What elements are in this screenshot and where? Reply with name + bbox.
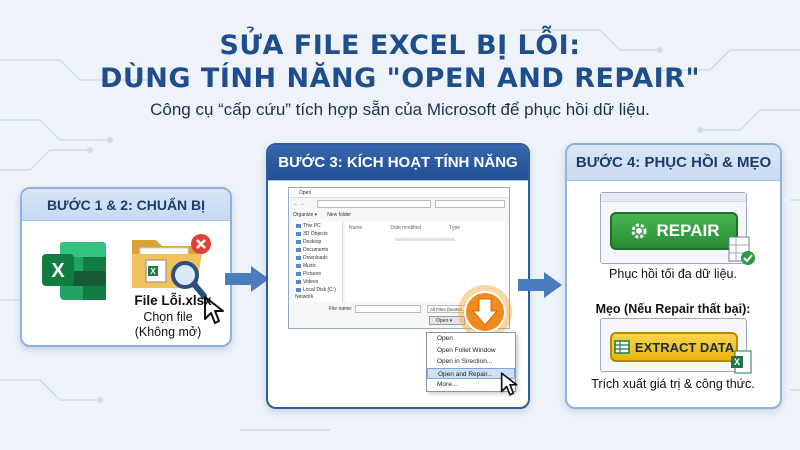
excel-icon: X	[42, 242, 106, 300]
column-date[interactable]: Date modified	[390, 225, 422, 231]
cursor-icon	[500, 372, 518, 396]
file-name-label: File name:	[329, 306, 353, 312]
repair-caption: Phục hồi tối đa dữ liệu.	[609, 267, 737, 281]
dialog-path-field[interactable]	[317, 200, 431, 208]
cursor-icon	[204, 296, 224, 324]
file-caption-1: Chọn file	[143, 310, 193, 324]
dialog-title: Open	[289, 188, 509, 198]
menu-item-open-sirection[interactable]: Open in Sirection...	[437, 358, 493, 365]
dialog-file-list: Name Date modified Type	[345, 222, 505, 302]
sidebar-item[interactable]: Desktop	[293, 238, 342, 246]
file-name-input[interactable]	[355, 305, 421, 313]
spreadsheet-icon	[728, 236, 755, 265]
svg-text:X: X	[734, 357, 740, 367]
organize-button[interactable]: Organize ▾	[293, 212, 318, 218]
extract-caption: Trích xuất giá trị & công thức.	[591, 377, 755, 391]
excel-icon: X	[731, 350, 752, 374]
menu-item-open-follet[interactable]: Open Follet Window	[437, 346, 496, 354]
column-type[interactable]: Type	[449, 225, 461, 231]
repair-button[interactable]: REPAIR	[610, 212, 738, 250]
table-icon	[614, 340, 630, 354]
repair-label: REPAIR	[656, 221, 720, 240]
sidebar-item[interactable]: Music	[293, 262, 342, 270]
menu-item-open-and-repair[interactable]: Open and Repair...	[427, 367, 515, 379]
step4-heading: BƯỚC 4: PHỤC HỒI & MẸO	[567, 145, 780, 181]
extract-label: EXTRACT DATA	[634, 339, 735, 355]
arrow-step12-to-3	[225, 266, 269, 292]
subtitle: Công cụ “cấp cứu” tích hợp sẵn của Micro…	[150, 100, 650, 119]
sidebar-item[interactable]: Documents	[293, 246, 342, 254]
svg-text:X: X	[150, 267, 156, 276]
title-line-1: SỬA FILE EXCEL BỊ LỖI:	[219, 30, 581, 61]
menu-item-more[interactable]: More...	[437, 381, 458, 388]
file-caption-2: (Không mở)	[134, 325, 202, 339]
svg-text:X: X	[51, 260, 65, 282]
column-name[interactable]: Name	[349, 225, 363, 231]
new-folder-button[interactable]: New folder	[327, 212, 352, 218]
title-line-2: DÙNG TÍNH NĂNG "OPEN AND REPAIR"	[99, 63, 701, 94]
dialog-open-button[interactable]: Open ▾	[429, 316, 465, 325]
sidebar-item[interactable]: 3D Objects	[293, 230, 342, 238]
step3-heading: BƯỚC 3: KÍCH HOẠT TÍNH NĂNG	[268, 145, 528, 181]
sidebar-item[interactable]: This PC	[293, 222, 342, 230]
menu-item-open[interactable]: Open	[437, 335, 453, 342]
dialog-sidebar: This PC 3D Objects Desktop Documents Dow…	[293, 222, 343, 302]
step12-heading: BƯỚC 1 & 2: CHUẨN BỊ	[22, 189, 230, 221]
network-item[interactable]: Network	[295, 294, 314, 300]
magnifier-icon	[171, 261, 207, 299]
arrow-step3-to-4	[518, 272, 562, 298]
error-icon	[191, 234, 211, 254]
sidebar-item[interactable]: Downloads	[293, 254, 342, 262]
sidebar-item[interactable]: Local Disk (C:)	[293, 286, 342, 294]
file-name: File Lỗi.xlsx	[134, 293, 212, 308]
gear-icon	[631, 223, 646, 239]
sidebar-item[interactable]: Videos	[293, 278, 342, 286]
dialog-search-field[interactable]	[435, 200, 505, 208]
extract-data-button[interactable]: EXTRACT DATA	[610, 332, 738, 362]
sidebar-item[interactable]: Pictures	[293, 270, 342, 278]
tip-heading: Mẹo (Nếu Repair thất bại):	[595, 302, 751, 316]
open-dialog: Open ← → Organize ▾ New folder This PC 3…	[288, 187, 510, 329]
download-arrow-icon	[458, 285, 512, 339]
